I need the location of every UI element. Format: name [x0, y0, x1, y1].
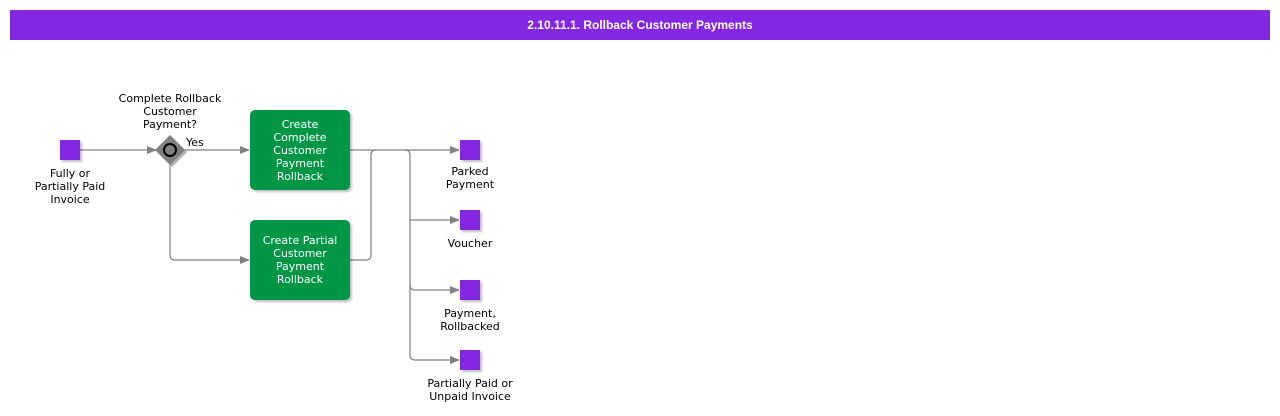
- task-create-partial-rollback[interactable]: Create Partial Customer Payment Rollback: [250, 220, 350, 300]
- gateway-label: Complete Rollback Customer Payment?: [118, 92, 222, 131]
- end-event-voucher[interactable]: [460, 210, 480, 230]
- diagram-title: 2.10.11.1. Rollback Customer Payments: [10, 10, 1270, 40]
- end-event-label: Voucher: [447, 237, 493, 250]
- end-event-label: Parked Payment: [445, 165, 495, 191]
- end-event-partially-paid-invoice[interactable]: [460, 350, 480, 370]
- gateway-diamond: [155, 135, 187, 167]
- end-event-label: Partially Paid or Unpaid Invoice: [427, 377, 513, 403]
- yes-edge-label: Yes: [186, 136, 204, 149]
- start-event-label: Fully or Partially Paid Invoice: [34, 167, 106, 206]
- start-event[interactable]: [60, 140, 80, 160]
- end-event-parked-payment[interactable]: [460, 140, 480, 160]
- task-create-complete-rollback[interactable]: Create Complete Customer Payment Rollbac…: [250, 110, 350, 190]
- end-event-label: Payment, Rollbacked: [440, 307, 500, 333]
- exclusive-gateway[interactable]: [155, 135, 185, 165]
- end-event-payment-rollbacked[interactable]: [460, 280, 480, 300]
